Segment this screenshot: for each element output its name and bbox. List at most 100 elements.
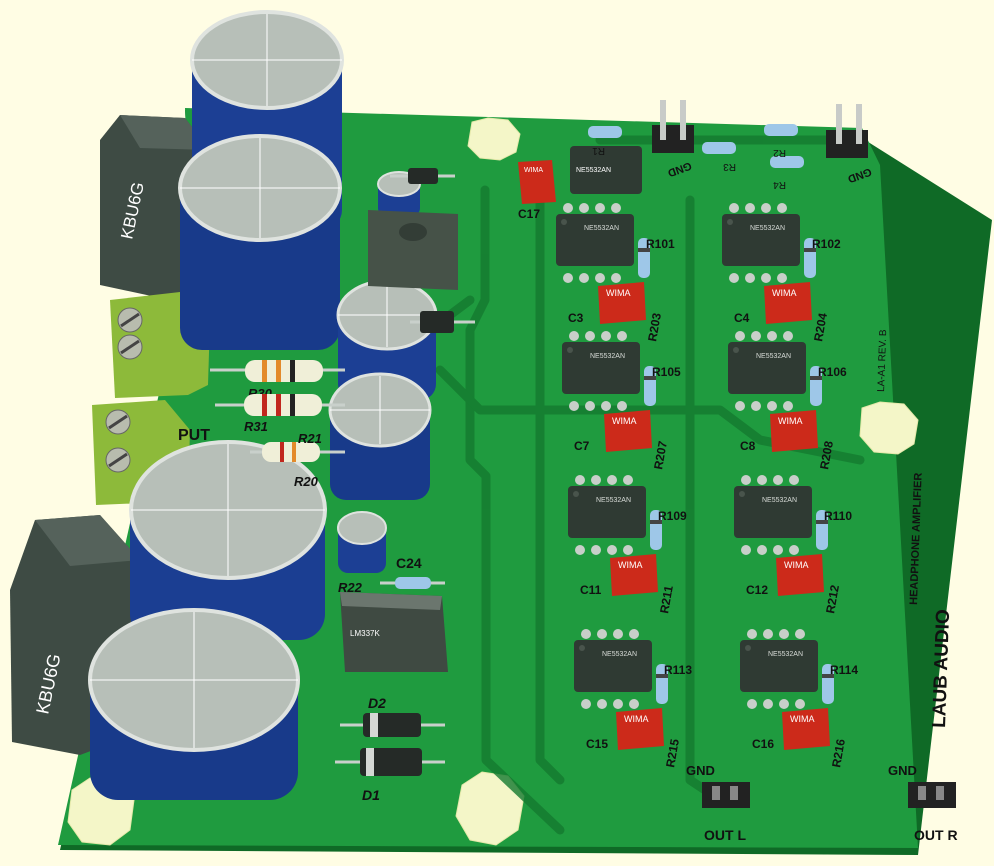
input-ic-chip: NE5532AN — [570, 146, 642, 194]
solder-pad — [795, 629, 805, 639]
ic-notch — [733, 347, 739, 353]
stage-resistor-label: R110 — [824, 509, 852, 523]
solder-pad — [607, 475, 617, 485]
ic-notch — [573, 491, 579, 497]
solder-pad — [569, 401, 579, 411]
diode-icon — [410, 311, 475, 333]
wima-capacitor — [616, 708, 664, 750]
solder-pad — [623, 545, 633, 555]
ic-chip-icon — [728, 342, 806, 394]
solder-pad — [741, 475, 751, 485]
electrolytic-capacitor-icon — [88, 608, 300, 800]
resistor-band — [822, 674, 834, 678]
diode-icon — [390, 168, 455, 184]
pin-header-icon — [826, 104, 868, 158]
resistor-band — [650, 520, 662, 524]
r22-label: R22 — [338, 580, 363, 595]
solder-pad — [741, 545, 751, 555]
solder-pad — [767, 401, 777, 411]
ic-marking: NE5532AN — [768, 651, 803, 658]
regulator-top — [368, 210, 458, 290]
r21-label: R21 — [298, 431, 322, 446]
ic-notch — [727, 219, 733, 225]
stage-resistor-label: R114 — [830, 663, 858, 677]
solder-pad — [575, 475, 585, 485]
solder-pad — [607, 545, 617, 555]
stage-resistor-label: R101 — [646, 237, 675, 251]
solder-pad — [783, 331, 793, 341]
solder-pad — [601, 331, 611, 341]
stage-rlow-label: R216 — [829, 738, 848, 769]
resistor-icon — [380, 577, 445, 589]
d2-label: D2 — [368, 695, 386, 711]
stage-resistor-label: R102 — [812, 237, 841, 251]
wima-text: WIMA — [790, 714, 815, 724]
brand-text: LAUB AUDIO — [929, 609, 954, 728]
regulator-bottom-marking: LM337K — [350, 629, 380, 638]
solder-pad — [729, 273, 739, 283]
solder-pad — [751, 401, 761, 411]
solder-pad — [613, 699, 623, 709]
wima-text: WIMA — [784, 560, 809, 570]
electrolytic-capacitor-icon — [178, 134, 342, 350]
stage-resistor-label: R109 — [658, 509, 687, 523]
stage-cap-label: C11 — [580, 583, 602, 597]
solder-pad — [761, 273, 771, 283]
ic-notch — [561, 219, 567, 225]
solder-pad — [629, 629, 639, 639]
resistor-band — [638, 248, 650, 252]
solder-pad — [735, 401, 745, 411]
solder-pad — [563, 203, 573, 213]
stage-rlow-label: R203 — [645, 312, 664, 343]
stage-rlow-label: R215 — [663, 738, 682, 769]
solder-pad — [729, 203, 739, 213]
ic-notch — [739, 491, 745, 497]
wima-text: WIMA — [606, 288, 631, 298]
ic-chip-icon — [568, 486, 646, 538]
solder-pad — [595, 273, 605, 283]
r2-label: R2 — [773, 147, 786, 158]
solder-pad — [779, 699, 789, 709]
solder-pad — [745, 203, 755, 213]
solder-pad — [747, 629, 757, 639]
solder-pad — [757, 545, 767, 555]
ic-marking: NE5532AN — [762, 497, 797, 504]
wima-text: WIMA — [778, 416, 803, 426]
solder-pad — [757, 475, 767, 485]
solder-pad — [773, 545, 783, 555]
solder-pad — [611, 203, 621, 213]
c24-label: C24 — [396, 555, 422, 571]
ic-chip-icon — [740, 640, 818, 692]
diode-icon — [335, 748, 445, 776]
stage-cap-label: C12 — [746, 583, 768, 597]
stage-rlow-label: R204 — [811, 312, 830, 343]
solder-pad — [597, 699, 607, 709]
c17-capacitor: WIMA — [518, 160, 556, 204]
solder-pad — [613, 629, 623, 639]
solder-pad — [595, 203, 605, 213]
r4-label: R4 — [773, 179, 786, 190]
gnd-out-r-label: GND — [888, 763, 917, 778]
solder-pad — [763, 629, 773, 639]
solder-pad — [623, 475, 633, 485]
solder-pad — [779, 629, 789, 639]
solder-pad — [585, 401, 595, 411]
stage-rlow-label: R212 — [823, 584, 842, 615]
solder-pad — [581, 699, 591, 709]
resistor-band — [804, 248, 816, 252]
solder-pad — [601, 401, 611, 411]
resistor-band — [644, 376, 656, 380]
gnd-out-l-label: GND — [686, 763, 715, 778]
ic-marking: NE5532AN — [602, 651, 637, 658]
d1-label: D1 — [362, 787, 380, 803]
wima-text: WIMA — [612, 416, 637, 426]
solder-pad — [773, 475, 783, 485]
solder-pad — [569, 331, 579, 341]
solder-pad — [563, 273, 573, 283]
resistor-icon — [210, 360, 345, 382]
